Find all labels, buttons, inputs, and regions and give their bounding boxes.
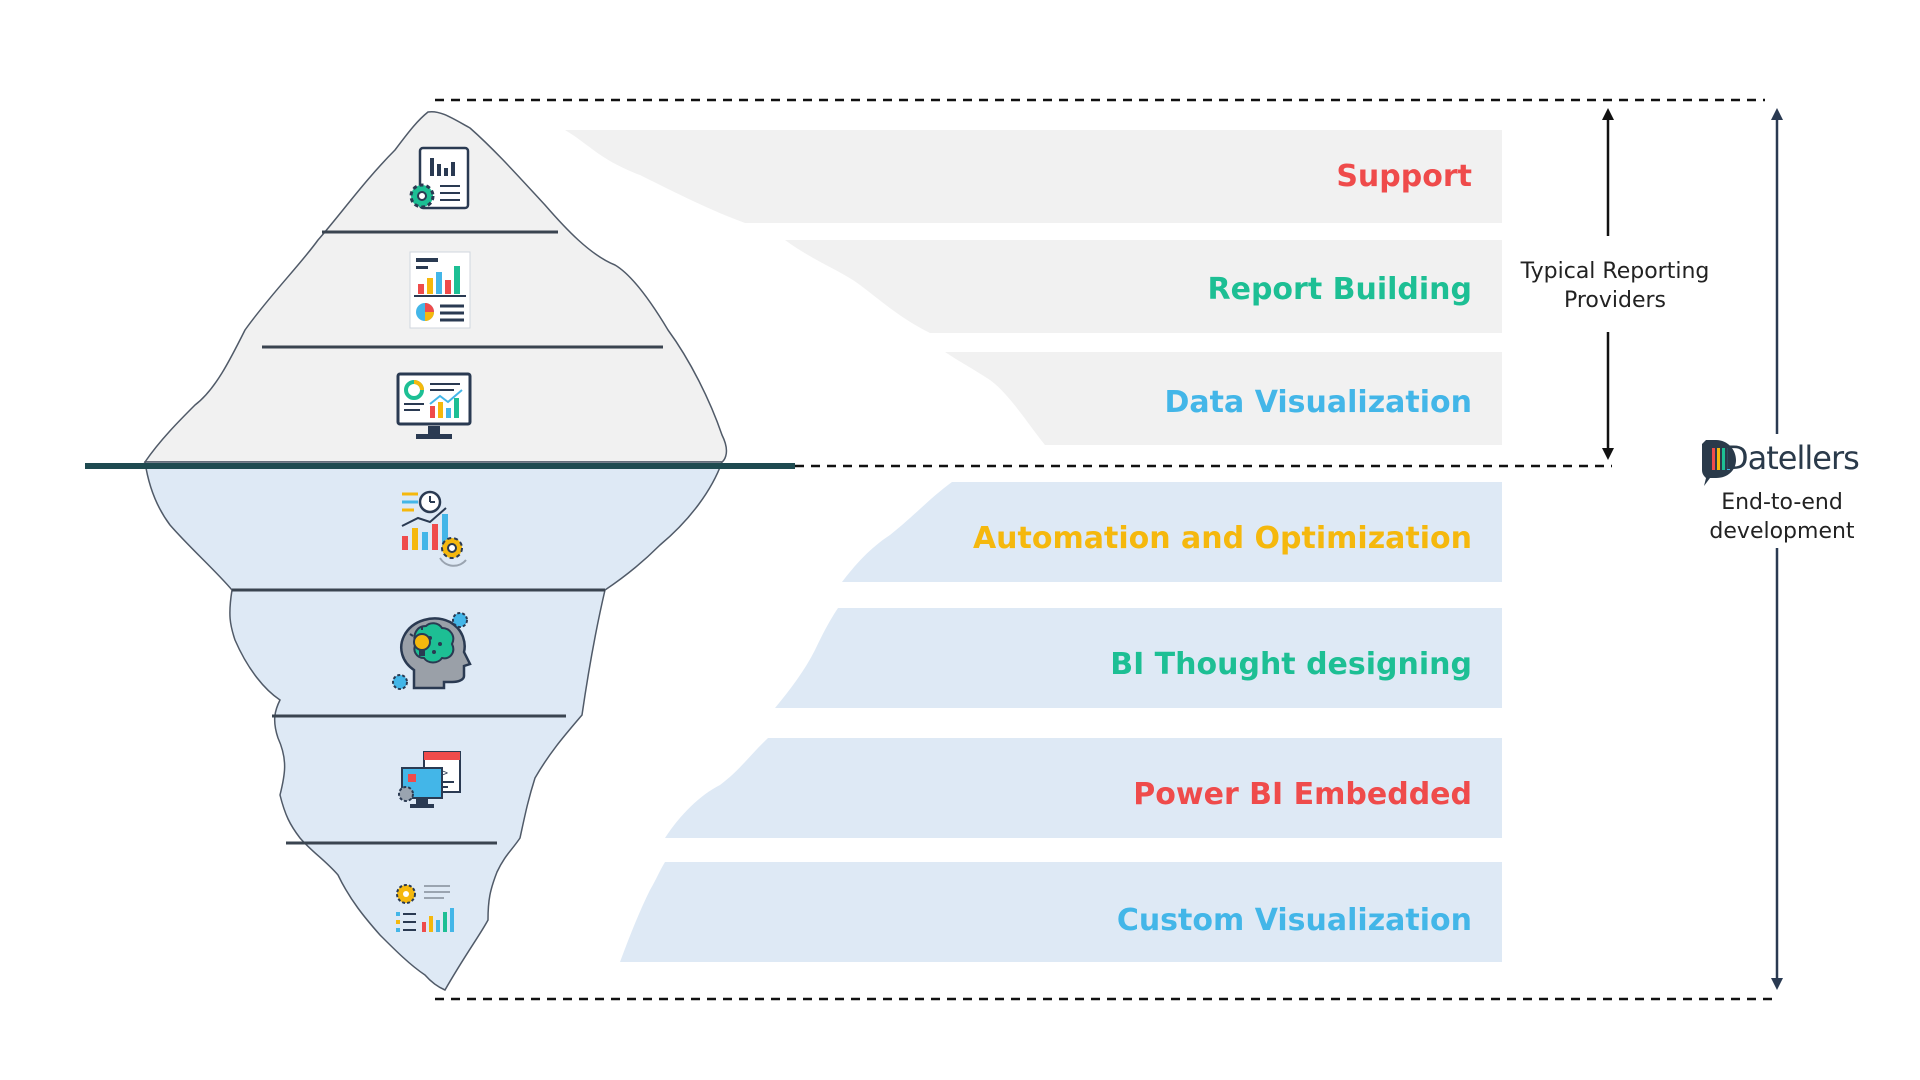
typical-providers-text: Typical Reporting Providers — [1520, 259, 1710, 313]
band-data-visualization — [945, 352, 1502, 445]
band-custom-viz — [620, 862, 1502, 962]
band-support — [565, 130, 1502, 223]
label-automation: Automation and Optimization — [973, 521, 1472, 556]
dashed-guides — [435, 98, 1775, 1001]
monitor-analytics-icon — [396, 372, 472, 439]
brand-name: Datellers — [1724, 439, 1859, 477]
layer-icons: </> — [392, 146, 472, 932]
label-report-building: Report Building — [1208, 272, 1473, 307]
label-custom-viz: Custom Visualization — [1117, 903, 1472, 938]
report-settings-icon — [409, 146, 470, 210]
iceberg-submerged — [144, 461, 724, 991]
band-report-building — [785, 240, 1502, 333]
dashboard-report-icon — [409, 251, 471, 329]
end-to-end-bracket — [1771, 108, 1783, 990]
label-data-visualization: Data Visualization — [1165, 385, 1472, 420]
datellers-logo-icon — [1702, 440, 1736, 486]
band-automation — [842, 482, 1502, 582]
label-bi-thought: BI Thought designing — [1110, 647, 1472, 682]
layer-bands — [565, 130, 1502, 962]
embedded-code-icon: </> — [398, 751, 461, 808]
layer-separators — [232, 230, 663, 845]
band-bi-thought — [775, 608, 1502, 708]
band-power-bi — [665, 738, 1502, 838]
automation-chart-icon — [401, 490, 467, 567]
brand-block: Datellers End-to-end development — [1702, 439, 1860, 544]
custom-chart-icon — [396, 884, 454, 932]
typical-providers-line1: Typical Reporting — [1520, 259, 1710, 284]
layer-labels: Support Report Building Data Visualizati… — [973, 159, 1472, 938]
label-support: Support — [1336, 159, 1472, 194]
typical-providers-line2: Providers — [1564, 288, 1666, 313]
label-power-bi: Power BI Embedded — [1133, 777, 1472, 812]
typical-providers-bracket — [1602, 108, 1614, 460]
brand-line2: development — [1709, 519, 1855, 544]
iceberg — [85, 110, 795, 991]
brain-idea-icon — [392, 612, 472, 690]
brand-line1: End-to-end — [1721, 490, 1843, 515]
